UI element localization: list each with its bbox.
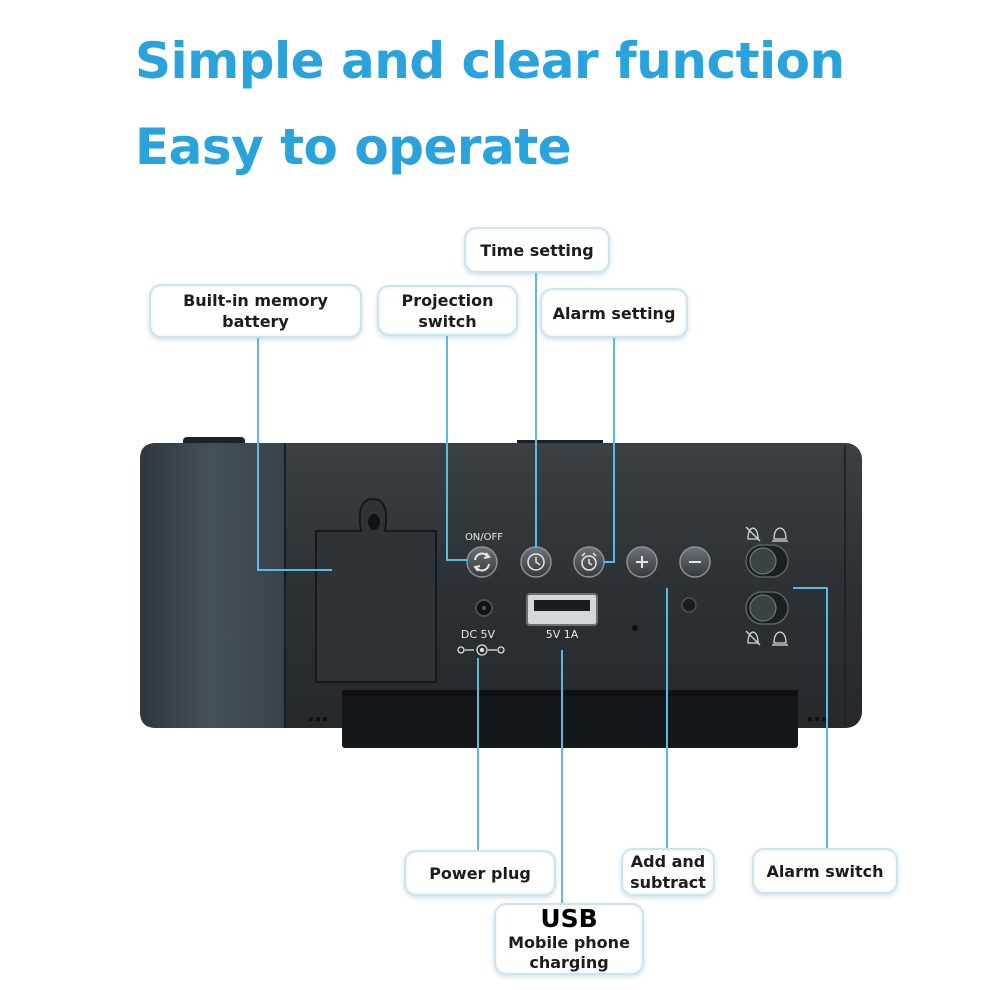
callout-usb: USB Mobile phone charging bbox=[494, 903, 644, 975]
alarm-2-toggle[interactable] bbox=[745, 591, 789, 625]
plus-button[interactable] bbox=[626, 546, 658, 578]
callout-add-subtract-line-1: Add and bbox=[630, 852, 706, 871]
callout-usb-title: USB bbox=[540, 904, 598, 933]
callout-alarm-setting-text: Alarm setting bbox=[552, 303, 676, 323]
headline-line-2: Easy to operate bbox=[135, 118, 572, 176]
screw-hole bbox=[681, 597, 697, 613]
callout-alarm-setting: Alarm setting bbox=[540, 288, 688, 338]
stand bbox=[342, 690, 798, 748]
callout-memory-battery-line-2: battery bbox=[222, 312, 289, 331]
dc-polarity-icon bbox=[457, 644, 505, 656]
minus-button[interactable] bbox=[679, 546, 711, 578]
callout-memory-battery-line-1: Built-in memory bbox=[183, 291, 328, 310]
callout-projection-switch-line-2: switch bbox=[418, 311, 477, 331]
leader-lines bbox=[257, 273, 828, 903]
bell-off-icon bbox=[745, 526, 761, 646]
callout-add-subtract: Add and subtract bbox=[621, 848, 715, 896]
headline-line-1: Simple and clear function bbox=[135, 32, 845, 90]
callout-power-plug-text: Power plug bbox=[429, 863, 531, 883]
alarm-setting-button[interactable] bbox=[573, 546, 605, 578]
callout-time-setting: Time setting bbox=[464, 227, 610, 273]
device-end-cap bbox=[140, 443, 285, 728]
battery-door-latch bbox=[368, 514, 380, 530]
callout-projection-switch-line-1: Projection bbox=[401, 290, 494, 310]
bell-icon bbox=[772, 527, 788, 646]
callout-alarm-switch: Alarm switch bbox=[752, 848, 898, 894]
clock-icon bbox=[527, 553, 545, 571]
callout-power-plug: Power plug bbox=[404, 850, 556, 896]
alarm-clock-icon bbox=[581, 552, 597, 571]
projection-button[interactable] bbox=[466, 546, 498, 578]
callout-usb-line-2: charging bbox=[529, 953, 609, 972]
callout-memory-battery: Built-in memory battery bbox=[149, 284, 362, 338]
rotate-arrows-icon bbox=[473, 552, 491, 572]
alarm-1-toggle[interactable] bbox=[745, 544, 789, 578]
speaker-grille bbox=[309, 717, 826, 721]
callout-projection-switch: Projection switch bbox=[377, 285, 518, 336]
plus-icon bbox=[636, 556, 648, 568]
usb-rating-label: 5V 1A bbox=[546, 628, 579, 641]
callout-add-subtract-line-2: subtract bbox=[630, 873, 706, 892]
callout-alarm-switch-text: Alarm switch bbox=[766, 861, 884, 881]
mic-hole bbox=[632, 625, 638, 631]
battery-door[interactable] bbox=[315, 497, 437, 683]
callout-time-setting-text: Time setting bbox=[480, 240, 594, 260]
time-setting-button[interactable] bbox=[520, 546, 552, 578]
dc-label: DC 5V bbox=[461, 628, 496, 641]
on-off-label: ON/OFF bbox=[465, 532, 503, 543]
callout-usb-line-1: Mobile phone bbox=[508, 933, 630, 952]
